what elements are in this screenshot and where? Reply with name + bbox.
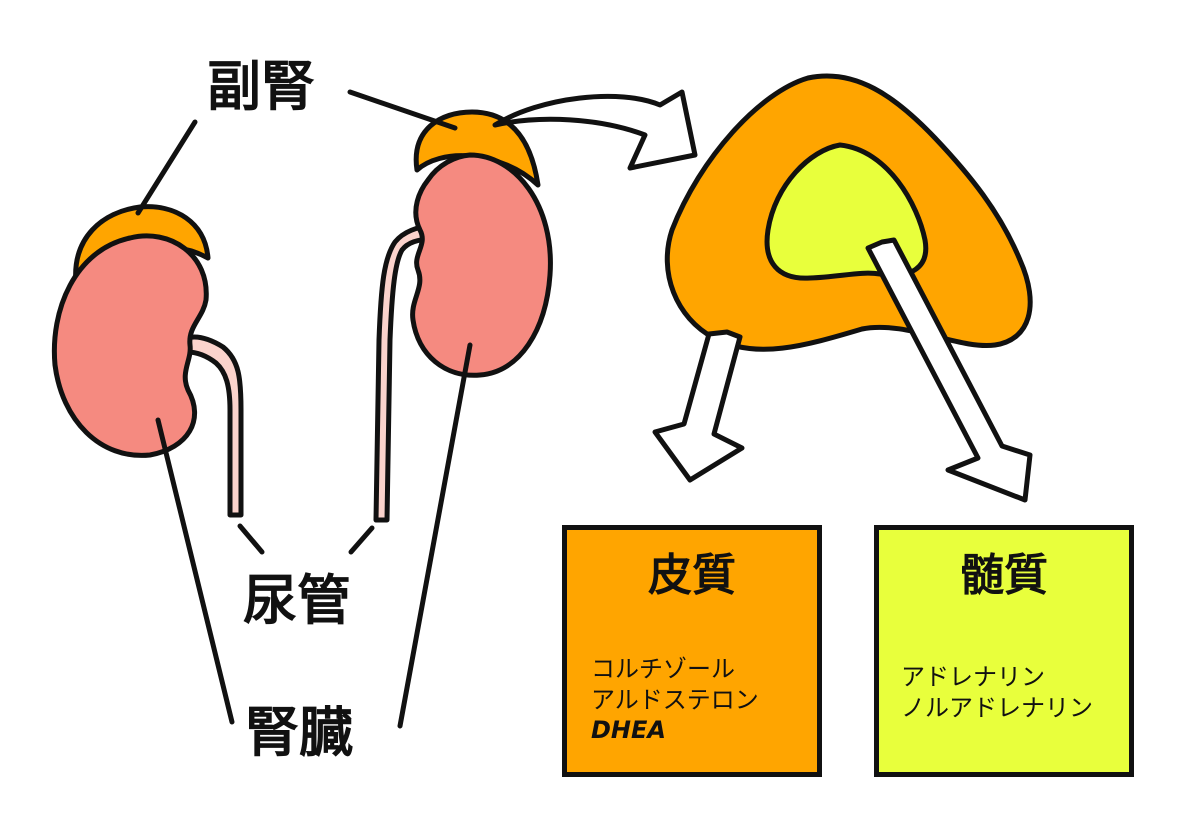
cortex-hormone-item: コルチゾール <box>591 655 735 683</box>
medulla-box: 髄質 アドレナリン ノルアドレナリン <box>874 525 1134 777</box>
medulla-title: 髄質 <box>960 550 1048 601</box>
cortex-title: 皮質 <box>648 550 736 601</box>
medulla-hormone-item: ノルアドレナリン <box>901 693 1093 722</box>
medulla-hormone-list: アドレナリン ノルアドレナリン <box>879 662 1129 723</box>
kidney-callout-line-left <box>155 417 235 725</box>
curved-arrow-icon <box>492 89 698 171</box>
cortex-box: 皮質 コルチゾール アルドステロン DHEA <box>562 525 822 777</box>
kidney-callout-line-right <box>397 342 473 729</box>
cortex-hormone-item: アルドステロン <box>591 685 759 714</box>
adrenal-callout-line-left <box>135 119 198 216</box>
medulla-down-arrow-icon <box>865 237 1033 503</box>
kidney-label: 腎臓 <box>245 701 353 764</box>
medulla-hormone-item: アドレナリン <box>901 663 1045 691</box>
adrenal-label: 副腎 <box>207 55 315 118</box>
adrenal-callout-line-right <box>347 89 458 131</box>
cortex-down-arrow-icon <box>652 329 745 483</box>
right-kidney <box>410 152 553 378</box>
cortex-hormone-list: コルチゾール アルドステロン DHEA <box>567 654 817 746</box>
ureter-callout-line-left <box>237 523 265 555</box>
ureter-label: 尿管 <box>243 569 351 632</box>
ureter-callout-line-right <box>348 525 375 555</box>
cortex-hormone-item: DHEA <box>591 716 666 745</box>
left-kidney <box>51 233 209 458</box>
right-ureter <box>373 223 436 523</box>
left-ureter <box>184 334 244 518</box>
